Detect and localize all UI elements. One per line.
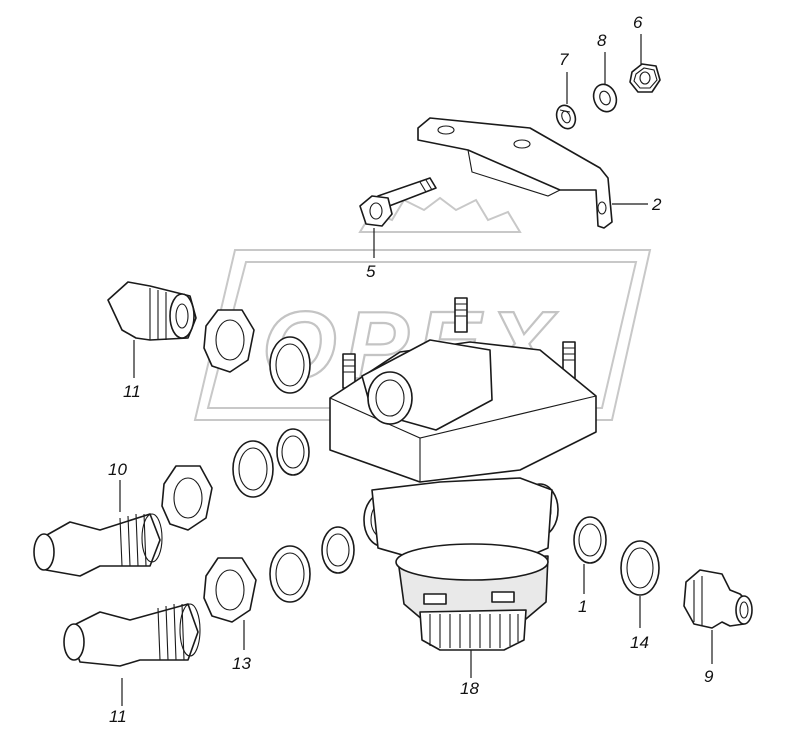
- part-18-valve: [329, 297, 597, 651]
- center-nut: [161, 465, 213, 531]
- upper-nut: [203, 309, 255, 373]
- callout-11-lower: 11: [109, 707, 127, 726]
- part-6-nut: [629, 63, 661, 93]
- callout-18: 18: [460, 679, 479, 698]
- part-2-bracket: [417, 117, 613, 229]
- part-10-elbow: [33, 513, 163, 577]
- callout-7: 7: [559, 50, 569, 69]
- part-13-nut: [203, 557, 257, 623]
- lower-seal-rings: [269, 526, 355, 603]
- part-9-union: [683, 569, 753, 629]
- callout-labels: 7 8 6 2 5 11 10 11 13 18 1 14 9: [108, 13, 714, 726]
- callout-10: 10: [108, 460, 127, 479]
- center-seal-rings: [232, 428, 310, 498]
- leader-lines: [119, 34, 713, 706]
- upper-seal-ring: [269, 336, 311, 394]
- callout-11-upper: 11: [123, 382, 141, 401]
- callout-14: 14: [630, 633, 649, 652]
- part-11-lower-elbow: [63, 603, 201, 667]
- part-11-upper-elbow: [107, 281, 197, 341]
- callout-5: 5: [366, 262, 376, 281]
- part-7-spring-washer: [555, 104, 577, 130]
- callout-6: 6: [633, 13, 643, 32]
- callout-1: 1: [578, 597, 587, 616]
- callout-8: 8: [597, 31, 607, 50]
- part-1-ring: [573, 516, 607, 564]
- callout-13: 13: [232, 654, 251, 673]
- part-14-ring: [620, 540, 660, 596]
- callout-2: 2: [651, 195, 662, 214]
- part-5-bolt: [359, 177, 437, 227]
- callout-9: 9: [704, 667, 714, 686]
- part-8-washer: [592, 83, 618, 113]
